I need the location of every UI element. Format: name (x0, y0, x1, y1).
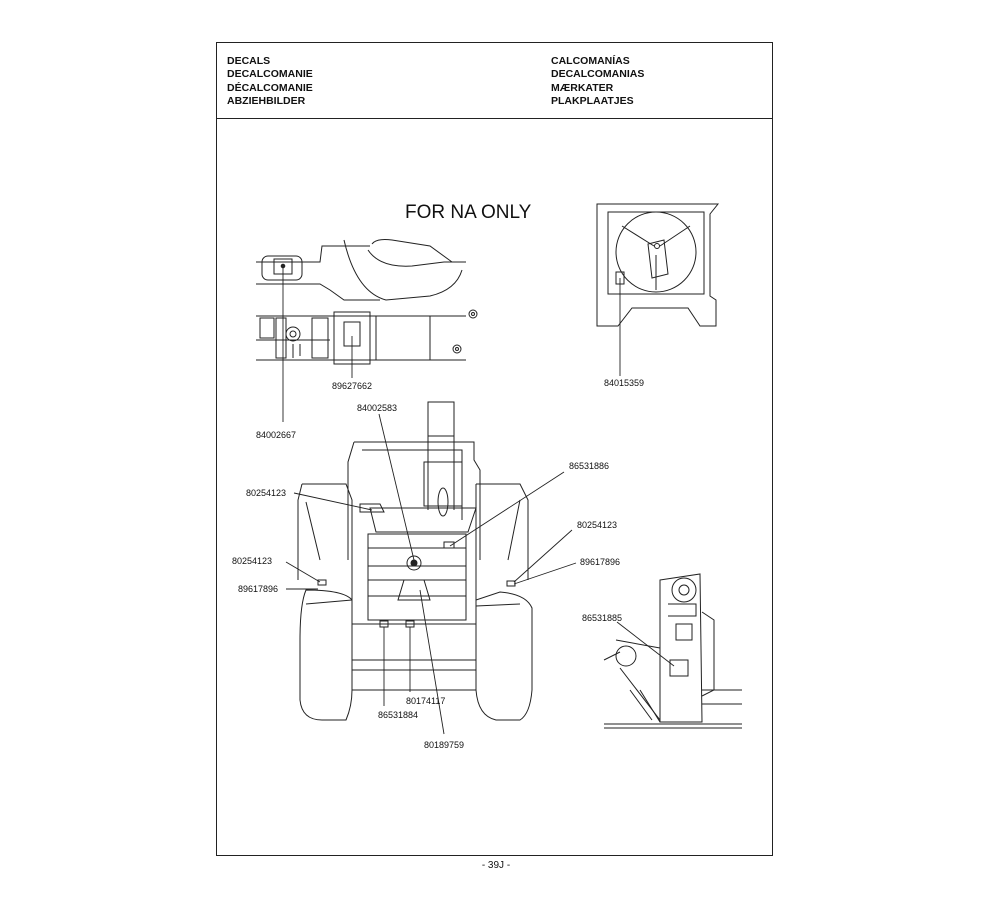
part-label-84002667: 84002667 (256, 430, 297, 440)
header-title-it: DECALCOMANIE (227, 68, 313, 81)
part-label-80174117: 80174117 (406, 696, 446, 706)
header-right-titles: CALCOMANÍAS DECALCOMANIAS MÆRKATER PLAKP… (551, 55, 644, 109)
part-label-80189759: 80189759 (424, 740, 465, 750)
header-title-da: MÆRKATER (551, 81, 614, 94)
machine-rear-view-drawing (297, 401, 533, 721)
header-title-fr: DÉCALCOMANIE (227, 81, 313, 94)
page-frame: DECALS DECALCOMANIE DÉCALCOMANIE ABZIEHB… (216, 42, 773, 856)
header-title-en: DECALS (227, 55, 271, 67)
leader-lines (282, 266, 675, 735)
mast-detail-drawing (603, 573, 742, 729)
header-title-pt: DECALCOMANIAS (551, 68, 645, 81)
chassis-detail-drawing (256, 239, 478, 365)
header-title-de: ABZIEHBILDER (227, 95, 306, 108)
part-label-86531884: 86531884 (378, 710, 419, 720)
diagram-title: FOR NA ONLY (405, 202, 532, 223)
part-label-80254123-right: 80254123 (577, 520, 618, 530)
part-label-89627662: 89627662 (332, 381, 373, 391)
part-label-89617896-left: 89617896 (238, 584, 279, 594)
part-label-84002583: 84002583 (357, 403, 398, 413)
part-label-84015359: 84015359 (604, 378, 645, 388)
header-divider (217, 118, 772, 119)
part-label-80254123-left: 80254123 (232, 556, 273, 566)
page-number: - 39J - (481, 860, 511, 871)
part-label-89617896-right: 89617896 (580, 557, 621, 567)
part-label-86531886: 86531886 (569, 461, 610, 471)
header-title-es: CALCOMANÍAS (551, 55, 630, 67)
header-left-titles: DECALS DECALCOMANIE DÉCALCOMANIE ABZIEHB… (227, 55, 313, 109)
part-label-86531885: 86531885 (582, 613, 623, 623)
rear-wheel-detail-drawing (596, 203, 720, 327)
header-title-nl: PLAKPLAATJES (551, 95, 634, 108)
part-label-80254123-top-left: 80254123 (246, 488, 287, 498)
